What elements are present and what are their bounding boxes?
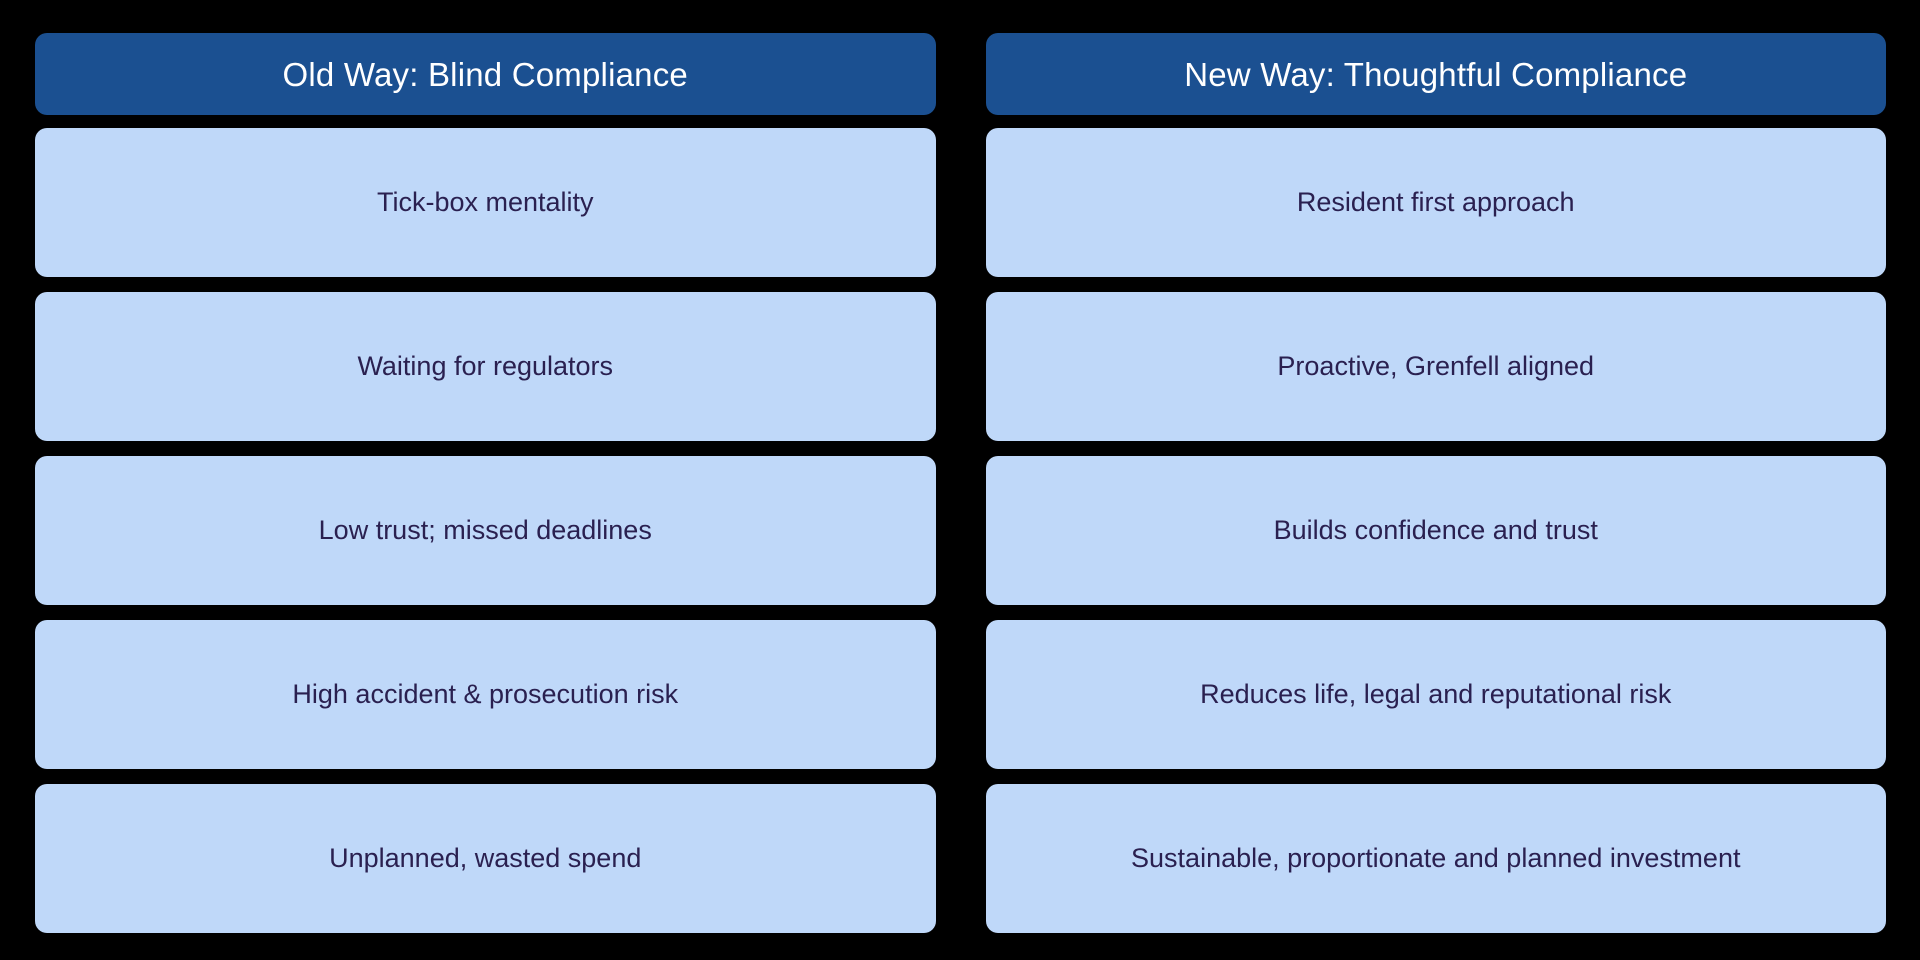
column-cells-old-way: Tick-box mentality Waiting for regulator… bbox=[35, 128, 936, 933]
comparison-cell-label: Waiting for regulators bbox=[357, 351, 614, 382]
comparison-cell-label: Low trust; missed deadlines bbox=[318, 515, 652, 546]
comparison-cell: Sustainable, proportionate and planned i… bbox=[985, 784, 1886, 933]
comparison-cell: Tick-box mentality bbox=[35, 128, 936, 277]
comparison-column-new-way: New Way: Thoughtful Compliance Resident … bbox=[985, 33, 1886, 933]
comparison-column-old-way: Old Way: Blind Compliance Tick-box menta… bbox=[35, 33, 936, 933]
comparison-cell: Proactive, Grenfell aligned bbox=[985, 292, 1886, 441]
comparison-cell: Reduces life, legal and reputational ris… bbox=[985, 620, 1886, 769]
column-header-new-way: New Way: Thoughtful Compliance bbox=[985, 33, 1886, 115]
comparison-cell-label: Reduces life, legal and reputational ris… bbox=[1200, 679, 1672, 710]
comparison-cell: Unplanned, wasted spend bbox=[35, 784, 936, 933]
comparison-cell: High accident & prosecution risk bbox=[35, 620, 936, 769]
comparison-cell: Waiting for regulators bbox=[35, 292, 936, 441]
comparison-cell: Resident first approach bbox=[985, 128, 1886, 277]
comparison-cell: Low trust; missed deadlines bbox=[35, 456, 936, 605]
comparison-cell-label: Unplanned, wasted spend bbox=[329, 843, 642, 874]
comparison-cell-label: Tick-box mentality bbox=[376, 187, 594, 218]
comparison-cell-label: Resident first approach bbox=[1296, 187, 1575, 218]
comparison-cell-label: Builds confidence and trust bbox=[1273, 515, 1598, 546]
comparison-cell: Builds confidence and trust bbox=[985, 456, 1886, 605]
column-cells-new-way: Resident first approach Proactive, Grenf… bbox=[985, 128, 1886, 933]
comparison-cell-label: Sustainable, proportionate and planned i… bbox=[1131, 843, 1741, 874]
comparison-cell-label: High accident & prosecution risk bbox=[292, 679, 679, 710]
comparison-cell-label: Proactive, Grenfell aligned bbox=[1277, 351, 1595, 382]
column-header-old-way: Old Way: Blind Compliance bbox=[35, 33, 936, 115]
